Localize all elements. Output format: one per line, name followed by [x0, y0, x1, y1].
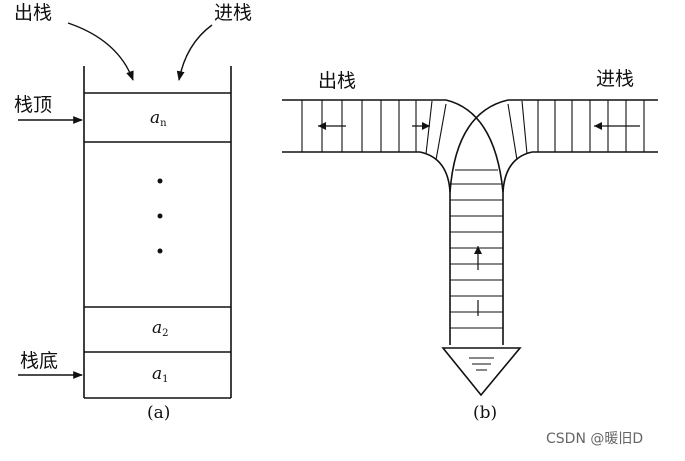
push-arrow-a	[176, 24, 213, 81]
flow-arrowhead	[318, 122, 326, 130]
pop-label-a: 出栈	[14, 2, 53, 24]
segment-line	[521, 100, 528, 155]
junction-right-wall	[502, 151, 533, 345]
cell-a2-symbol: a	[152, 318, 163, 338]
cell-a2-subscript: 2	[162, 328, 169, 339]
cell-an-subscript: n	[160, 118, 167, 129]
junction-left-wall	[419, 151, 451, 345]
watermark: CSDN @暖旧D	[546, 431, 644, 447]
cell-an-symbol: a	[150, 108, 161, 128]
segment-line	[507, 103, 518, 161]
pop-arrow-a	[67, 22, 134, 81]
cell-a1-subscript: 1	[162, 374, 169, 385]
flow-arrowhead	[422, 122, 430, 130]
flow-arrowhead	[474, 246, 482, 254]
stack-bottom-label: 栈底	[20, 350, 59, 372]
junction-arch-right	[449, 99, 509, 193]
ellipsis-dot	[157, 213, 163, 219]
stack-top-label: 栈顶	[14, 94, 53, 116]
ellipsis-dot	[157, 178, 163, 184]
push-label-b: 进栈	[596, 68, 635, 90]
segment-line	[435, 103, 447, 161]
water-lines	[469, 357, 494, 371]
tube-segments	[301, 100, 645, 329]
stack-a	[83, 66, 232, 399]
caption-b: (b)	[473, 403, 498, 423]
ellipsis-dots	[157, 178, 163, 254]
segment-line	[425, 100, 433, 155]
junction-arch-left	[445, 99, 504, 193]
flow-arrowheads	[318, 122, 602, 254]
flow-arrowhead	[594, 122, 602, 130]
ellipsis-dot	[157, 248, 163, 254]
drain-funnel	[441, 347, 522, 397]
push-label-a: 进栈	[214, 2, 253, 24]
pop-label-b: 出栈	[318, 70, 357, 92]
cell-a2-label: a2	[152, 320, 169, 339]
cell-a1-symbol: a	[152, 364, 163, 384]
flow-marks	[318, 125, 640, 316]
caption-a: (a)	[147, 403, 171, 423]
cell-an-label: an	[150, 110, 167, 129]
cell-a1-label: a1	[152, 366, 169, 385]
